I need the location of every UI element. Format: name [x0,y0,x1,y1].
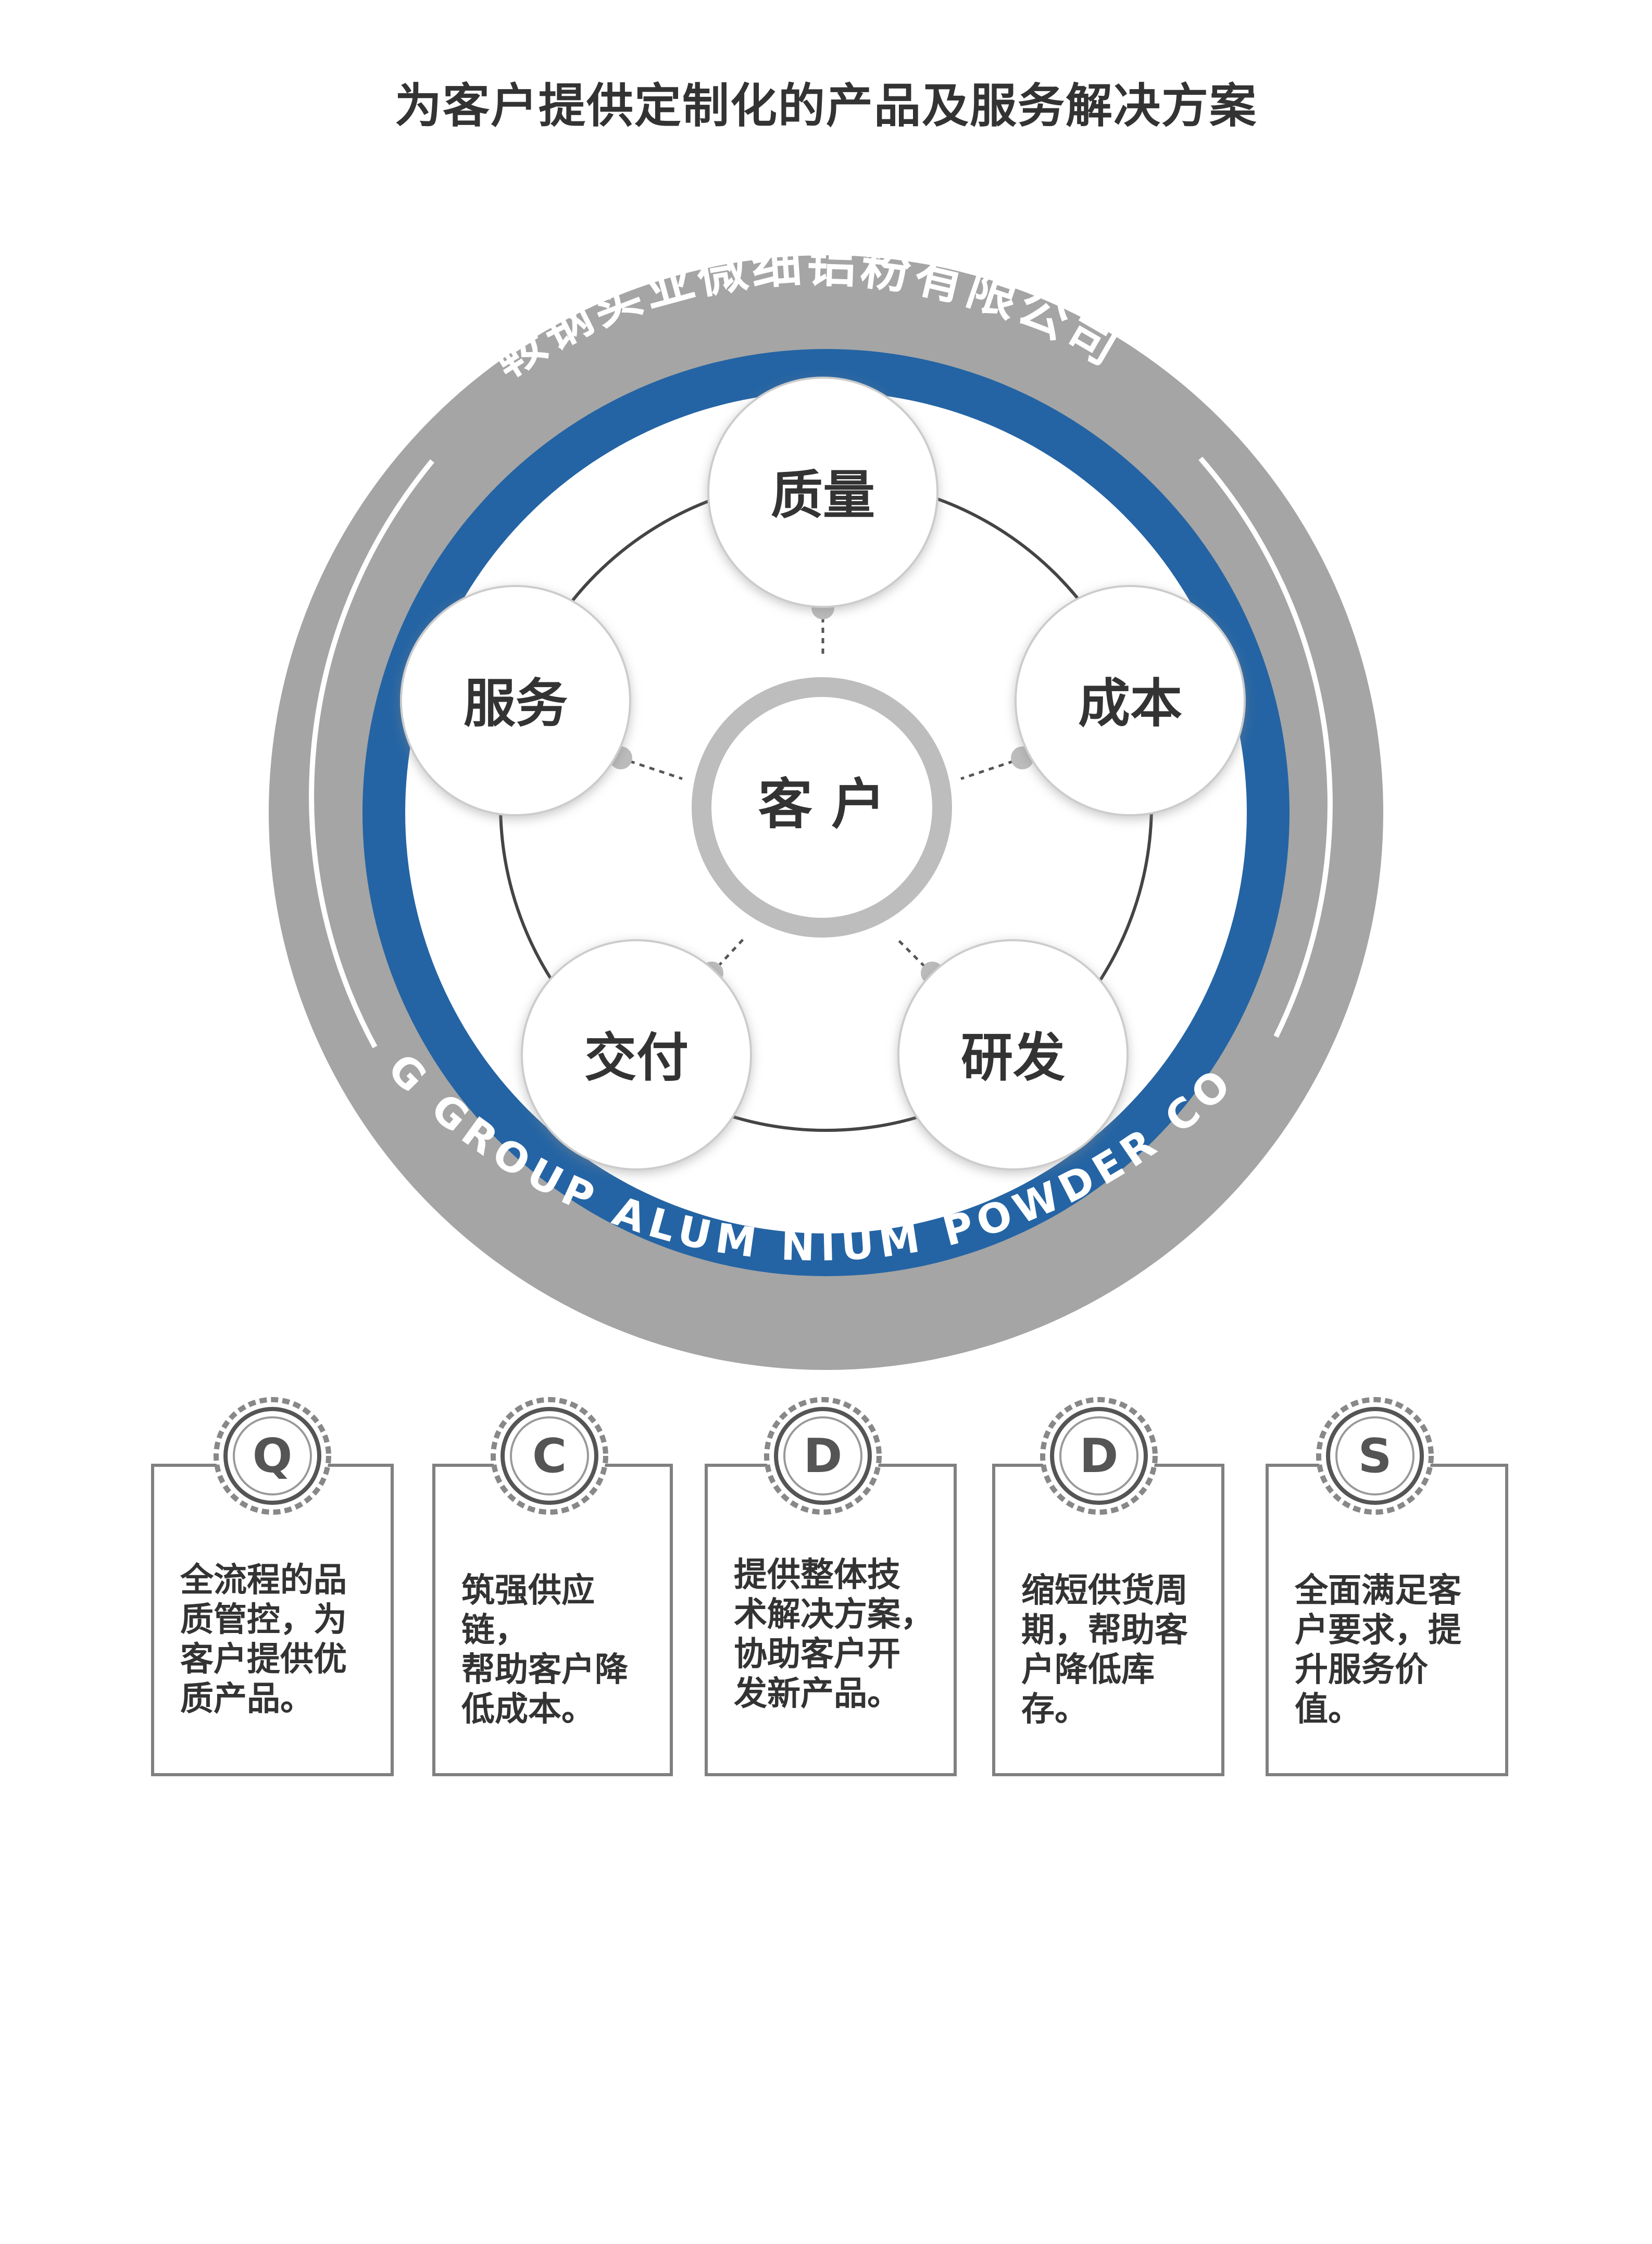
node-cost-label: 成本 [1078,673,1182,734]
card-c-text: 筑强供应链， 帮助客户降 低成本。 [461,1572,628,1729]
node-cost: 成本 [1015,585,1246,816]
node-delivery: 交付 [521,939,752,1170]
left-white-arc [309,459,434,1049]
card-q: 全流程的品 质管控，为 客户提供优 质产品。 [151,1464,394,1776]
node-quality-label: 质量 [771,465,875,526]
card-d2: 缩短供货周 期，帮助客 户降低库存。 [992,1464,1224,1776]
badge-s-letter: S [1358,1429,1392,1483]
badge-d2-letter: D [1080,1429,1119,1483]
badge-d1-letter: D [804,1429,843,1483]
card-d1-text: 提供整体技 术解决方案， 协助客户开 发新产品。 [734,1556,934,1713]
node-rnd-label: 研发 [961,1027,1065,1088]
node-delivery-label: 交付 [584,1027,689,1088]
card-q-text: 全流程的品 质管控，为 客户提供优 质产品。 [180,1561,347,1718]
card-s-text: 全面满足客 户要求，提 升服务价值。 [1295,1572,1461,1729]
right-white-arc [1198,456,1333,1038]
badge-q-letter: Q [253,1429,293,1483]
page-title: 为客户提供定制化的产品及服务解决方案 [395,79,1257,133]
badge-s: S [1316,1397,1434,1515]
badge-d1: D [764,1397,882,1515]
badge-q: Q [214,1397,331,1515]
card-d2-text: 缩短供货周 期，帮助客 户降低库存。 [1021,1572,1188,1729]
badge-c: C [491,1397,608,1515]
center-label: 客 户 [758,772,885,836]
badge-c-letter: C [532,1429,567,1483]
node-quality: 质量 [707,377,938,608]
card-s: 全面满足客 户要求，提 升服务价值。 [1266,1464,1508,1776]
center-inner [711,697,932,918]
card-c: 筑强供应链， 帮助客户降 低成本。 [432,1464,673,1776]
node-service-label: 服务 [464,673,568,734]
node-service: 服务 [400,585,631,816]
badge-d2: D [1040,1397,1158,1515]
node-rnd: 研发 [897,939,1129,1170]
